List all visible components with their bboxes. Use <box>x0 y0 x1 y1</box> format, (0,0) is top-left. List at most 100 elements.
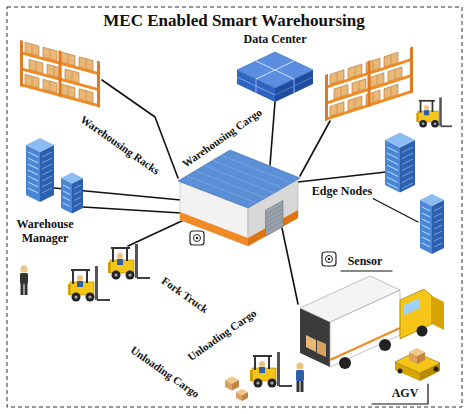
rack-box-tape <box>54 66 55 76</box>
rack-box-tape <box>68 54 69 64</box>
tower-face <box>26 145 40 202</box>
leader-line <box>372 384 428 404</box>
truck-cab <box>400 289 432 339</box>
tower-window <box>422 219 430 223</box>
component-label: Edge Nodes <box>311 185 373 199</box>
warehouse-door-slat <box>266 221 284 231</box>
agv <box>395 352 440 381</box>
rack-box-tape <box>50 81 51 91</box>
wire <box>298 172 386 182</box>
forklift-wheel <box>86 293 95 302</box>
forklift-hub <box>270 381 273 384</box>
rack-box-tape <box>68 86 69 96</box>
tower-window <box>63 191 70 195</box>
tower-window <box>422 243 430 247</box>
tower-roof <box>385 133 415 148</box>
forklift-wheel <box>126 271 135 280</box>
tower-window <box>63 203 70 207</box>
data-center-grid <box>275 77 313 95</box>
sensor-icon <box>322 252 336 266</box>
warehouse-door-slat <box>266 213 284 223</box>
truck-wheel <box>417 326 428 337</box>
tower-window <box>402 159 413 165</box>
tower-window <box>387 171 398 177</box>
warehouse-door-slat <box>266 205 284 215</box>
forklift-guard <box>432 101 434 112</box>
rack-box-tape <box>72 71 73 81</box>
forklift-wheel <box>419 120 427 128</box>
tower-window <box>74 185 81 189</box>
forklift-mast <box>135 244 138 278</box>
forklift-guard <box>268 356 270 369</box>
forklift-driver <box>424 110 429 115</box>
tower-face <box>432 200 444 254</box>
forklift <box>68 266 110 302</box>
agv-wheel <box>434 367 439 372</box>
tower-window <box>28 170 38 175</box>
forklift-guard <box>111 247 130 249</box>
forklift-wheel <box>112 271 121 280</box>
edge-node-tower <box>385 133 415 193</box>
tower-window <box>434 213 442 217</box>
tower-window <box>402 153 413 159</box>
cargo-box <box>409 348 425 364</box>
forklift-wheel <box>254 379 263 388</box>
truck-roof <box>300 276 400 322</box>
component-label: Warehouse Manager <box>8 218 82 246</box>
wire <box>83 207 181 213</box>
truck-stripe <box>330 328 400 360</box>
tower-window <box>434 231 442 235</box>
tower-window <box>434 219 442 223</box>
truck-cargo <box>317 340 326 357</box>
component-label: Data Center <box>243 33 308 47</box>
sensor-ring <box>194 235 201 242</box>
truck-wheel <box>379 339 391 351</box>
link-label: Warehousing Racks <box>77 112 163 177</box>
tower-window <box>387 153 398 159</box>
tower-window <box>387 147 398 153</box>
truck-cab-front <box>432 296 444 330</box>
rack-post <box>97 61 100 108</box>
warehousing-cargo-rack <box>325 46 413 121</box>
person-head <box>297 363 304 370</box>
rack-box-tape <box>36 61 37 71</box>
forklift <box>416 97 452 127</box>
forklift-guard <box>112 248 114 262</box>
tower-window <box>28 164 38 169</box>
forklift-wheel <box>72 293 81 302</box>
warehouse-stripe <box>180 212 248 246</box>
person-leg <box>21 284 24 295</box>
tower-window <box>422 231 430 235</box>
component-label: AGV <box>391 387 420 401</box>
agv-wheel <box>398 369 403 374</box>
tower-window <box>42 176 52 181</box>
warehouse-roof-line <box>213 160 283 188</box>
tower-face <box>385 140 400 193</box>
tower-window <box>63 197 70 201</box>
warehouse-roof-line <box>221 155 291 183</box>
wire <box>270 102 275 165</box>
rack-post <box>20 40 23 87</box>
cargo-box-top <box>236 389 248 395</box>
data-center-grid <box>237 77 275 95</box>
tower-window <box>434 207 442 211</box>
dashed-frame <box>7 7 462 407</box>
forklift-guard <box>71 269 90 271</box>
tower-face <box>420 200 432 254</box>
tower-face <box>40 145 54 202</box>
rack-box-tape <box>373 60 374 70</box>
tower-window <box>28 182 38 187</box>
forklift-mast <box>95 266 98 300</box>
rack-box-tape <box>86 59 87 69</box>
warehouse-roof-line <box>204 166 274 194</box>
warehouse-roof-line <box>187 176 257 203</box>
leader-line <box>372 198 418 222</box>
link-label: Fork Truck <box>158 274 211 317</box>
diagram-title: MEC Enabled Smart Warehoursing <box>102 11 366 31</box>
tower-window <box>387 159 398 165</box>
tower-window <box>402 165 413 171</box>
edge-node-tower <box>420 194 444 254</box>
forklift-driver <box>77 281 83 287</box>
component-label: Sensor <box>347 255 384 269</box>
